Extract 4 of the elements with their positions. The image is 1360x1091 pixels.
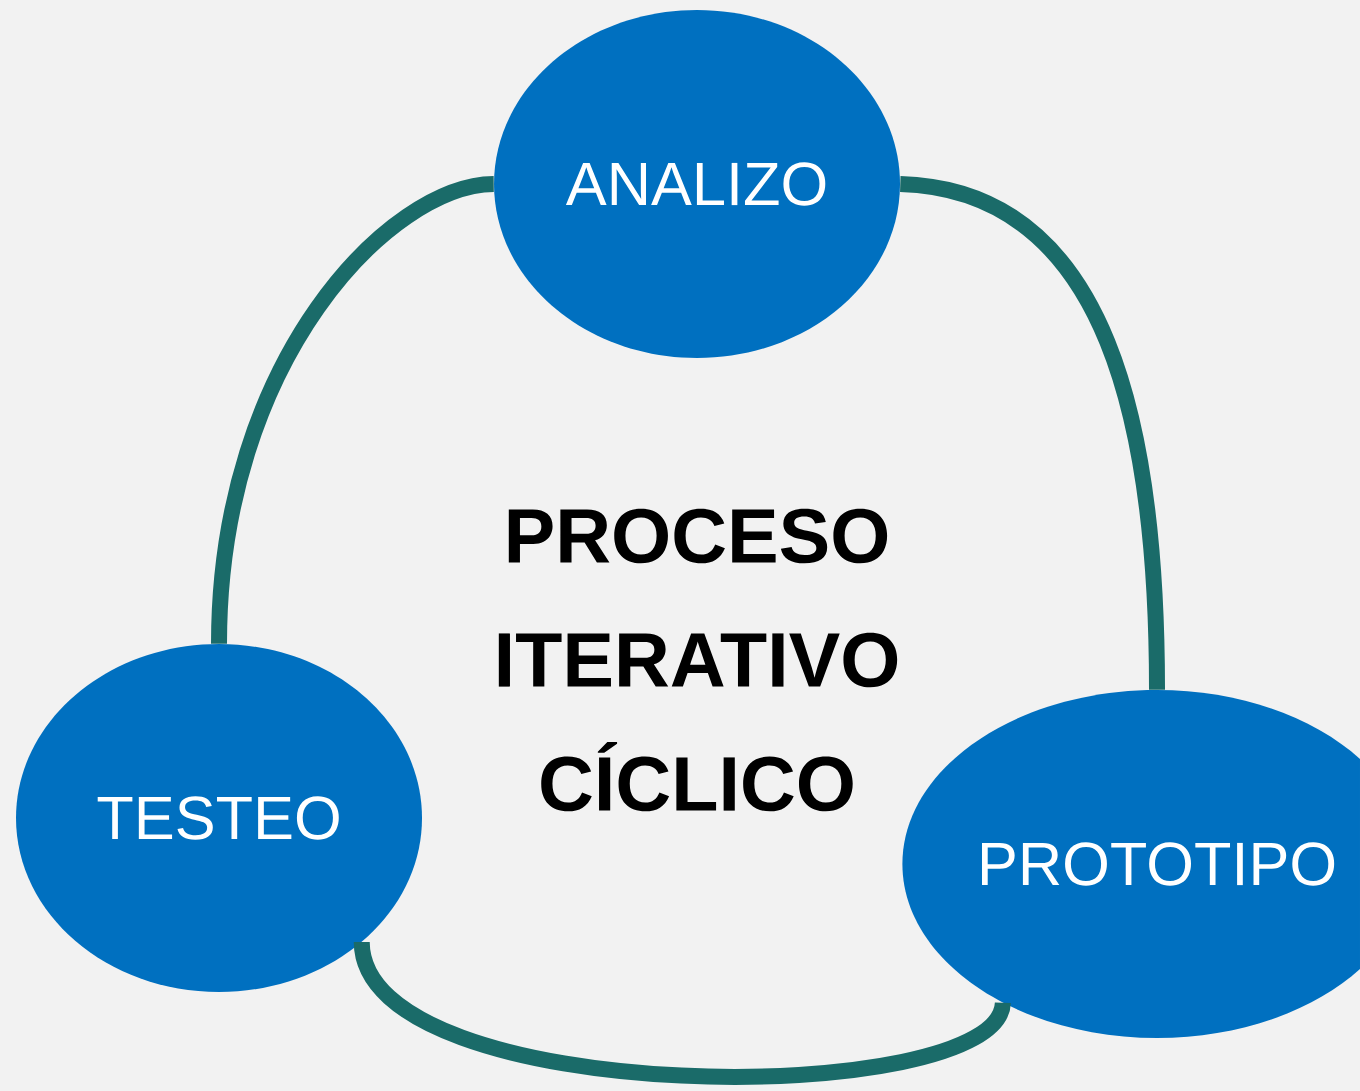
connector [354,939,1010,1085]
connector [899,176,1165,690]
connector [211,176,495,645]
center-title: PROCESO ITERATIVO CÍCLICO [498,508,898,812]
